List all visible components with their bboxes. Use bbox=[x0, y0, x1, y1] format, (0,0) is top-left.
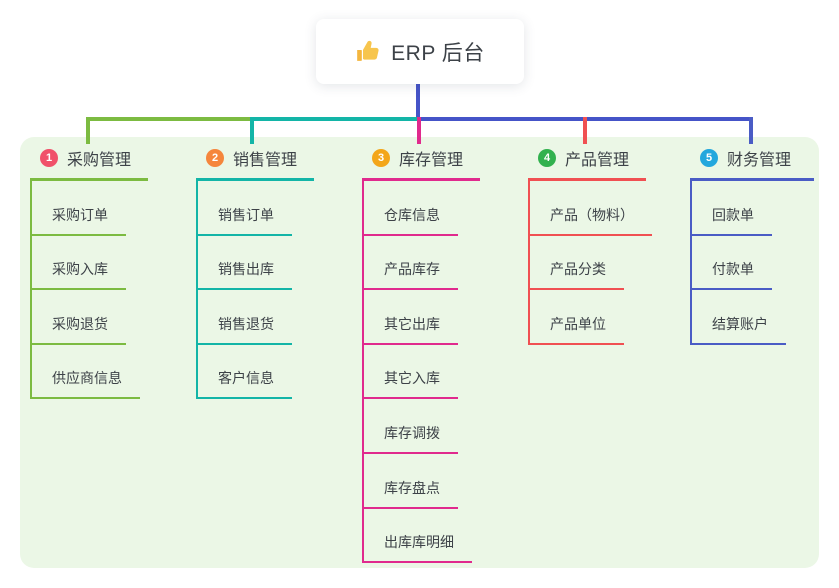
child-row: 产品单位 bbox=[528, 290, 652, 345]
child-node[interactable]: 销售退货 bbox=[198, 314, 292, 345]
branch-column-3: 3 库存管理仓库信息产品库存其它出库其它入库库存调拨库存盘点出库库明细 bbox=[362, 144, 480, 564]
branch-children: 产品（物料） 产品分类产品单位 bbox=[528, 181, 652, 345]
connector-line bbox=[416, 84, 420, 121]
connector-line bbox=[86, 117, 90, 144]
child-row: 其它出库 bbox=[362, 290, 480, 345]
child-row: 销售订单 bbox=[196, 181, 314, 236]
branch-column-2: 2 销售管理销售订单销售出库销售退货客户信息 bbox=[196, 144, 314, 400]
connector-line bbox=[250, 117, 418, 121]
child-row: 出库库明细 bbox=[362, 508, 480, 564]
branch-node[interactable]: 2 销售管理 bbox=[196, 144, 314, 181]
branch-label: 库存管理 bbox=[399, 152, 464, 169]
child-row: 供应商信息 bbox=[30, 344, 148, 400]
child-node[interactable]: 销售订单 bbox=[198, 205, 292, 236]
child-row: 产品（物料） bbox=[528, 181, 652, 236]
branch-column-4: 4 产品管理产品（物料） 产品分类产品单位 bbox=[528, 144, 652, 345]
child-row: 其它入库 bbox=[362, 344, 480, 400]
child-node[interactable]: 结算账户 bbox=[692, 314, 786, 345]
branch-node[interactable]: 4 产品管理 bbox=[528, 144, 646, 181]
child-row: 产品分类 bbox=[528, 235, 652, 291]
child-node[interactable]: 回款单 bbox=[692, 205, 772, 236]
child-node[interactable]: 产品分类 bbox=[530, 259, 624, 291]
connector-line bbox=[250, 117, 254, 144]
child-node[interactable]: 产品单位 bbox=[530, 314, 624, 345]
child-node[interactable]: 其它出库 bbox=[364, 314, 458, 345]
child-node[interactable]: 其它入库 bbox=[364, 368, 458, 400]
child-row: 客户信息 bbox=[196, 344, 314, 400]
branch-label: 产品管理 bbox=[565, 152, 630, 169]
child-row: 库存调拨 bbox=[362, 399, 480, 454]
branches-panel bbox=[20, 137, 819, 568]
child-row: 销售出库 bbox=[196, 235, 314, 291]
branch-number-badge: 1 bbox=[40, 149, 58, 167]
branch-node[interactable]: 3 库存管理 bbox=[362, 144, 480, 181]
child-node[interactable]: 产品库存 bbox=[364, 259, 458, 291]
branch-column-5: 5 财务管理回款单付款单结算账户 bbox=[690, 144, 814, 345]
child-row: 库存盘点 bbox=[362, 453, 480, 509]
branch-node[interactable]: 1 采购管理 bbox=[30, 144, 148, 181]
branch-label: 采购管理 bbox=[67, 152, 132, 169]
child-row: 销售退货 bbox=[196, 290, 314, 345]
child-node[interactable]: 采购订单 bbox=[32, 205, 126, 236]
child-node[interactable]: 库存调拨 bbox=[364, 423, 458, 454]
branch-node[interactable]: 5 财务管理 bbox=[690, 144, 814, 181]
branch-label: 财务管理 bbox=[727, 152, 792, 169]
branch-column-1: 1 采购管理采购订单采购入库采购退货供应商信息 bbox=[30, 144, 148, 400]
branch-label: 销售管理 bbox=[233, 152, 298, 169]
connector-line bbox=[583, 117, 587, 144]
branch-children: 仓库信息产品库存其它出库其它入库库存调拨库存盘点出库库明细 bbox=[362, 181, 480, 564]
root-node[interactable]: ERP 后台 bbox=[316, 19, 524, 84]
child-node[interactable]: 付款单 bbox=[692, 259, 772, 291]
branch-number-badge: 2 bbox=[206, 149, 224, 167]
child-node[interactable]: 产品（物料） bbox=[530, 205, 652, 236]
connector-line bbox=[749, 117, 753, 144]
child-node[interactable]: 出库库明细 bbox=[364, 532, 472, 564]
child-row: 结算账户 bbox=[690, 290, 814, 345]
branch-children: 回款单付款单结算账户 bbox=[690, 181, 814, 345]
child-node[interactable]: 客户信息 bbox=[198, 368, 292, 400]
branch-children: 采购订单采购入库采购退货供应商信息 bbox=[30, 181, 148, 400]
child-row: 回款单 bbox=[690, 181, 814, 236]
child-row: 仓库信息 bbox=[362, 181, 480, 236]
branch-children: 销售订单销售出库销售退货客户信息 bbox=[196, 181, 314, 400]
child-node[interactable]: 销售出库 bbox=[198, 259, 292, 291]
child-node[interactable]: 库存盘点 bbox=[364, 478, 458, 509]
branch-number-badge: 3 bbox=[372, 149, 390, 167]
child-row: 采购订单 bbox=[30, 181, 148, 236]
thumbs-up-icon bbox=[355, 39, 381, 65]
child-row: 付款单 bbox=[690, 235, 814, 291]
child-node[interactable]: 供应商信息 bbox=[32, 368, 140, 400]
child-node[interactable]: 仓库信息 bbox=[364, 205, 458, 236]
child-row: 采购入库 bbox=[30, 235, 148, 291]
child-row: 采购退货 bbox=[30, 290, 148, 345]
child-node[interactable]: 采购退货 bbox=[32, 314, 126, 345]
child-node[interactable]: 采购入库 bbox=[32, 259, 126, 291]
root-label: ERP 后台 bbox=[391, 41, 485, 65]
connector-line bbox=[86, 117, 254, 121]
branch-number-badge: 4 bbox=[538, 149, 556, 167]
child-row: 产品库存 bbox=[362, 235, 480, 291]
branch-number-badge: 5 bbox=[700, 149, 718, 167]
connector-line bbox=[417, 117, 421, 144]
